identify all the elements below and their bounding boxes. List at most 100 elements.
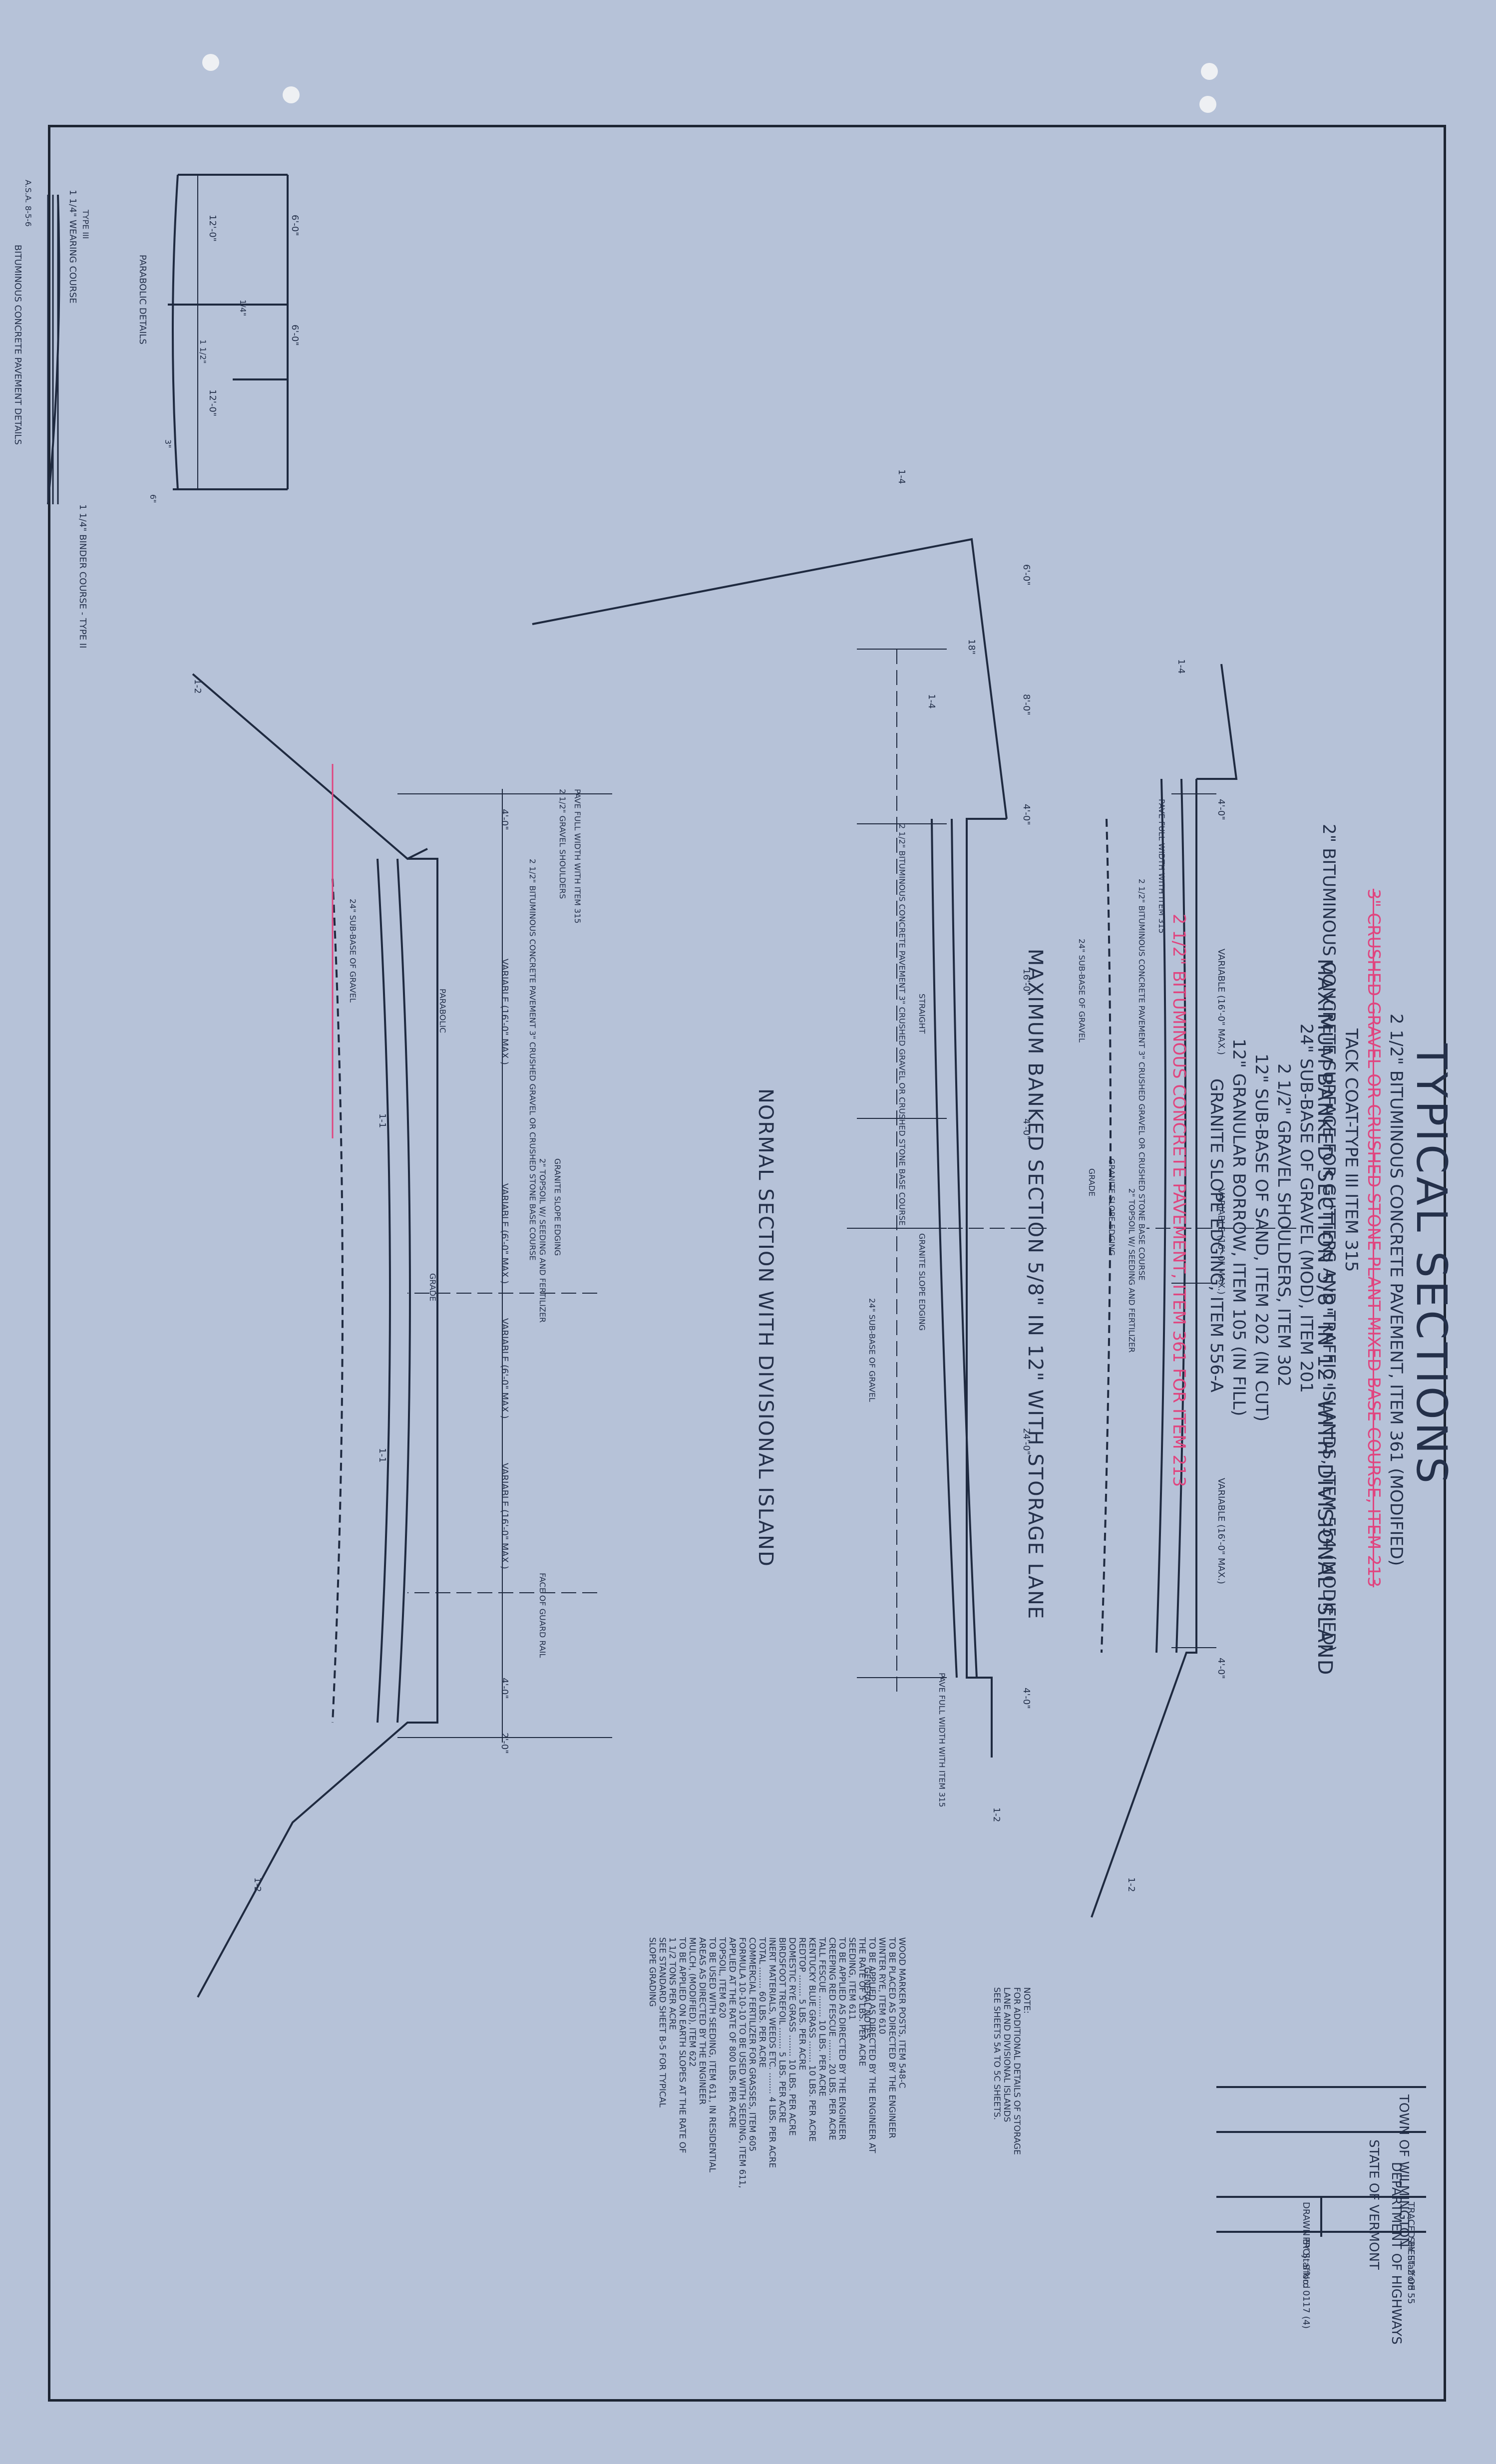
granite-label: GRANITE SLOPE EDGING	[553, 1158, 562, 1256]
note-line: LANE AND DIVISIONAL ISLANDS	[1002, 1987, 1012, 2122]
storage-dim-18in: 18"	[966, 639, 977, 655]
page-title: TYPICAL SECTIONS	[1407, 1044, 1456, 1487]
title-block-sheet: SHEET 2 OF 55	[1406, 2237, 1416, 2304]
slope-label: 1-2	[192, 679, 203, 694]
general-notes-list: WOOD MARKER POSTS, ITEM 548-C TO BE PLAC…	[647, 1937, 907, 2207]
punch-hole	[202, 54, 219, 71]
spec-line-1: 2 1/2" BITUMINOUS CONCRETE PAVEMENT, ITE…	[1386, 1014, 1406, 1566]
normal-section-title: NORMAL SECTION WITH DIVISIONAL ISLAND	[754, 1088, 777, 1567]
title-block-project: PROJ. S No. 0117 (4)	[1301, 2237, 1311, 2329]
general-note-line: TO BE APPLIED ON EARTH SLOPES AT THE RAT…	[677, 1937, 687, 2153]
dim-label: 12'-0"	[207, 389, 218, 417]
pave-full-label: PAVE FULL WIDTH WITH ITEM 315	[573, 789, 582, 924]
normal-variable: VARIABLE (16'-0" MAX.)	[499, 959, 510, 1065]
subbase-label: 24" SUB-BASE OF GRAVEL	[348, 899, 358, 1003]
storage-slope-top: 1-4	[896, 469, 907, 484]
general-note-line: BIRDSFOOT TREFOIL ........ 5 LBS. PER AC…	[777, 1937, 787, 2123]
banked-topsoil: 2" TOPSOIL W/ SEEDING AND FERTILIZER	[1127, 1188, 1136, 1353]
wearing-type-label: TYPE III	[81, 210, 90, 239]
drawing-border	[48, 125, 1446, 2402]
normal-dim-4ft-b: 4'-0"	[499, 1678, 510, 1699]
storage-section-title: MAXIMUM BANKED SECTION 5/8" IN 12" WITH …	[1024, 949, 1047, 1620]
grade-label: GRADE	[428, 1273, 437, 1302]
dim-label: 6'-0"	[290, 215, 300, 236]
general-note-line: WOOD MARKER POSTS, ITEM 548-C	[897, 1937, 907, 2089]
punch-hole	[1201, 63, 1218, 80]
dim-label: 6"	[148, 494, 158, 503]
normal-variable-16b: VARIABLE (16'-0" MAX.)	[499, 1463, 510, 1569]
punch-hole	[1199, 96, 1216, 113]
title-block-state: STATE OF VERMONT	[1366, 2139, 1381, 2270]
general-note-line: INERT MATERIALS, WEEDS ETC. ........ 4 L…	[767, 1937, 777, 2168]
normal-dim-4ft: 4'-0"	[499, 809, 510, 830]
general-note-line: TO BE APPLIED AS DIRECTED BY THE ENGINEE…	[837, 1937, 847, 2140]
spec-line-6: 2 1/2" GRAVEL SHOULDERS, ITEM 302	[1274, 1063, 1294, 1387]
slope-label: 1-1	[377, 1113, 387, 1128]
dim-label: 1 1/2"	[198, 340, 208, 364]
note-block: NOTE: FOR ADDITIONAL DETAILS OF STORAGE …	[992, 1987, 1032, 2167]
face-guard-rail: FACE OF GUARD RAIL	[538, 1573, 547, 1658]
general-note-line: SEEDING, ITEM 611	[847, 1937, 857, 2020]
banked-dim-4ft-b: 4'-0"	[1216, 1658, 1226, 1679]
banked-slope-b: 1-2	[1126, 1877, 1136, 1892]
general-note-line: SLOPE GRADING	[647, 1937, 657, 2007]
note-label: NOTE:	[1022, 1987, 1032, 2014]
banked-section-title: MAXIMUM BANKED SECTION 5/8" IN 12" WITH …	[1313, 959, 1336, 1676]
shoulders-label: 2 1/2" GRAVEL SHOULDERS	[558, 789, 567, 899]
general-note-line: CREEPING RED FESCUE ........ 20 LBS. PER…	[827, 1937, 837, 2140]
general-note-line: TALL FESCUE ........ 10 LBS. PER ACRE	[817, 1937, 827, 2097]
storage-subbase: 24" SUB-BASE OF GRAVEL	[867, 1298, 877, 1402]
parabolic-details-label: PARABOLIC DETAILS	[137, 255, 148, 345]
binder-course-label: 1 1/4" BINDER COURSE - TYPE II	[77, 504, 88, 649]
pavement-note: 2 1/2" BITUMINOUS CONCRETE PAVEMENT 3" C…	[528, 859, 537, 1261]
topsoil-label: 2" TOPSOIL W/ SEEDING AND FERTILIZER	[538, 1158, 547, 1323]
general-note-line: FORMULA 10-10-10 TO BE USED WITH SEEDING…	[737, 1937, 747, 2188]
storage-dim-8ft: 8'-0"	[1021, 694, 1032, 715]
storage-dim-6ft: 6'-0"	[1021, 564, 1032, 586]
storage-slope: 1-4	[926, 694, 937, 709]
banked-subbase: 24" SUB-BASE OF GRAVEL	[1077, 939, 1087, 1043]
general-note-line: SEE STANDARD SHEET B-5 FOR TYPICAL	[657, 1937, 667, 2108]
dim-label: 12'-0"	[207, 215, 218, 242]
slope-label: 1-2	[252, 1877, 263, 1892]
normal-dim-2ft: 2'-0"	[499, 1733, 510, 1754]
banked-pavement-note: 2 1/2" BITUMINOUS CONCRETE PAVEMENT 3" C…	[1137, 879, 1146, 1281]
bituminous-details-label: BITUMINOUS CONCRETE PAVEMENT DETAILS	[12, 245, 23, 445]
dim-label: 6'-0"	[290, 325, 300, 346]
parabolic-label: PARABOLIC	[438, 989, 447, 1034]
spec-revision: 2 1/2" BITUMINOUS CONCRETE PAVEMENT, ITE…	[1169, 914, 1189, 1487]
dim-label: 1/4"	[238, 300, 248, 317]
general-note-line: TOTAL ........ 60 LBS. PER ACRE	[757, 1937, 767, 2068]
general-note-line: TO BE PLACED AS DIRECTED BY THE ENGINEER	[887, 1937, 897, 2138]
banked-slope: 1-4	[1176, 659, 1186, 674]
storage-dim-4ft: 4'-0"	[1021, 804, 1032, 825]
punch-hole	[283, 86, 300, 103]
general-note-line: TO BE APPLIED AS DIRECTED BY THE ENGINEE…	[867, 1937, 877, 2153]
general-note-line: TO BE USED WITH SEEDING, ITEM 611, IN RE…	[707, 1937, 717, 2172]
banked-grade: GRADE	[1087, 1168, 1097, 1197]
normal-variable-6b: VARIABLE (6'-0" MAX.)	[499, 1318, 510, 1419]
general-note-line: KENTUCKY BLUE GRASS ........ 10 LBS. PER…	[807, 1937, 817, 2142]
spec-line-3: TACK COAT-TYPE III ITEM 315	[1341, 1029, 1361, 1272]
banked-variable-c: VARIABLE (16'-0" MAX.)	[1216, 1478, 1226, 1584]
storage-dim-4ft-c: 4'-0"	[1021, 1688, 1032, 1709]
title-block-department: DEPARTMENT OF HIGHWAYS	[1389, 2162, 1404, 2345]
general-note-line: DOMESTIC RYE GRASS ........ 10 LBS. PER …	[787, 1937, 797, 2136]
general-note-line: MULCH, (MODIFIED), ITEM 622	[687, 1937, 697, 2067]
spec-line-2-struck: 3" CRUSHED GRAVEL OR CRUSHED STONE PLANT…	[1364, 889, 1384, 1588]
note-line: SEE SHEETS 5A TO 5C SHEETS.	[992, 1987, 1002, 2120]
banked-variable: VARIABLE (16'-0" MAX.)	[1216, 949, 1226, 1055]
general-note-line: WINTER RYE, ITEM 610	[877, 1937, 887, 2035]
corner-mark: A.S.A. 8-5-6	[23, 180, 33, 227]
banked-variable-b: VARIABLE (16'-0" MAX.)	[1216, 1188, 1226, 1295]
slope-label: 1-1	[377, 1448, 387, 1463]
general-note-line: 1 1/2 TONS PER ACRE	[667, 1937, 677, 2030]
wearing-course-label: 1 1/4" WEARING COURSE	[67, 190, 78, 304]
banked-pave-full: PAVE FULL WIDTH WITH ITEM 315	[1157, 799, 1166, 934]
banked-dim-4ft: 4'-0"	[1216, 799, 1226, 820]
storage-granite: GRANITE SLOPE EDGING	[917, 1233, 927, 1331]
spec-line-8: 12" GRANULAR BORROW, ITEM 105 (IN FILL)	[1229, 1039, 1249, 1416]
